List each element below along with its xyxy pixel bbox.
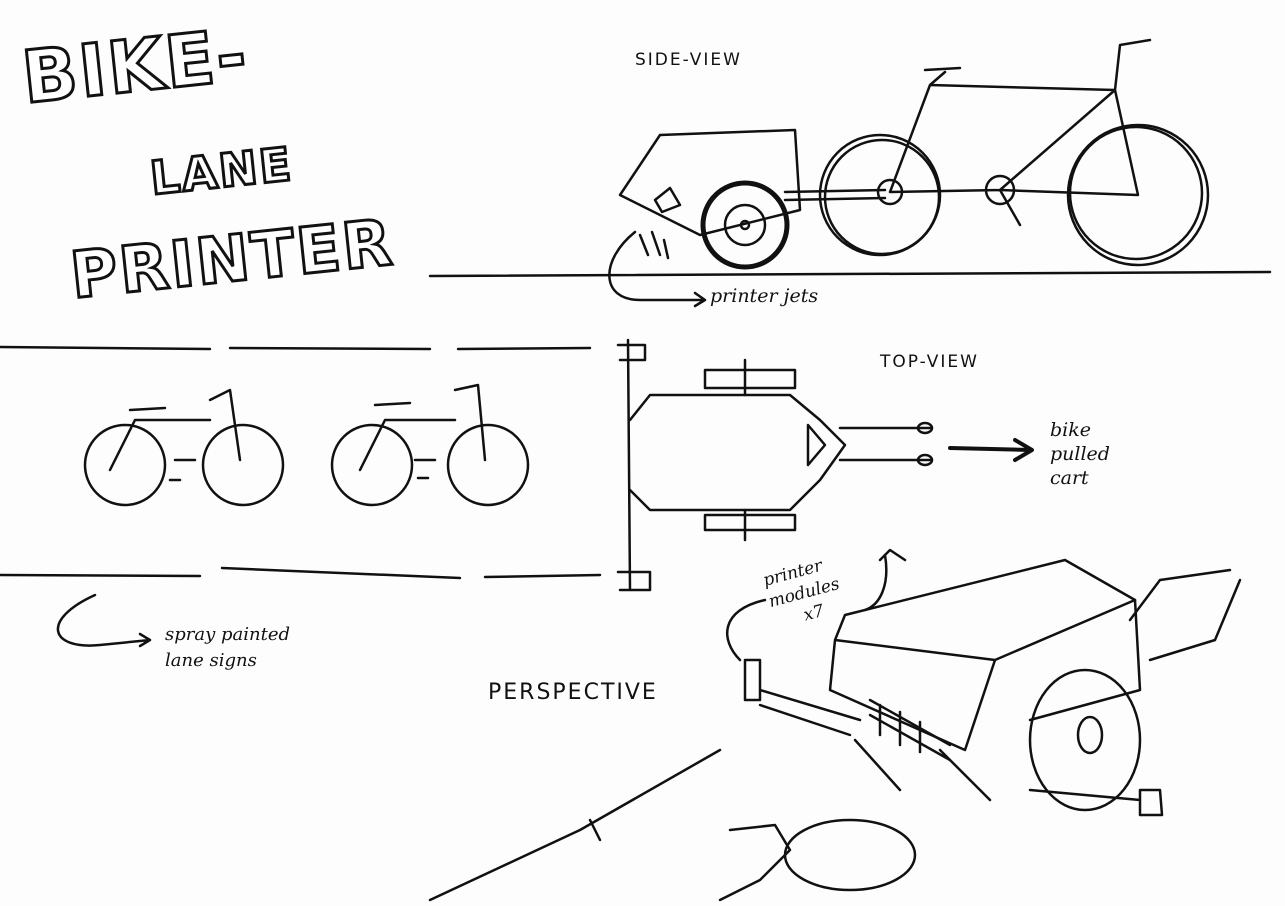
ground-line xyxy=(428,270,1272,278)
label-line: lane signs xyxy=(165,650,257,671)
side-view-bicycle xyxy=(818,38,1210,267)
spray-arrow xyxy=(56,593,152,648)
bike-lane-symbol xyxy=(330,383,530,507)
title-line-1: BIKE- xyxy=(17,11,254,121)
perspective-cart xyxy=(428,548,1242,902)
side-view-label: SIDE-VIEW xyxy=(635,50,742,70)
label-line: bike xyxy=(1050,419,1091,441)
perspective-label: PERSPECTIVE xyxy=(488,680,658,705)
top-view-cart xyxy=(616,338,1034,592)
bike-lane-symbol xyxy=(83,388,285,507)
label-line: spray painted xyxy=(165,624,290,645)
label-line: pulled xyxy=(1050,443,1110,465)
title-line-2: LANE xyxy=(146,135,297,207)
printer-jets-label: printer jets xyxy=(710,285,819,307)
label-line: cart xyxy=(1050,467,1089,489)
lane-lines xyxy=(0,345,602,580)
bike-pulled-cart-label: bike pulled cart xyxy=(1050,418,1110,490)
top-view-label: TOP-VIEW xyxy=(880,352,979,372)
side-view-trailer xyxy=(608,128,887,308)
spray-painted-label: spray painted lane signs xyxy=(165,622,290,674)
